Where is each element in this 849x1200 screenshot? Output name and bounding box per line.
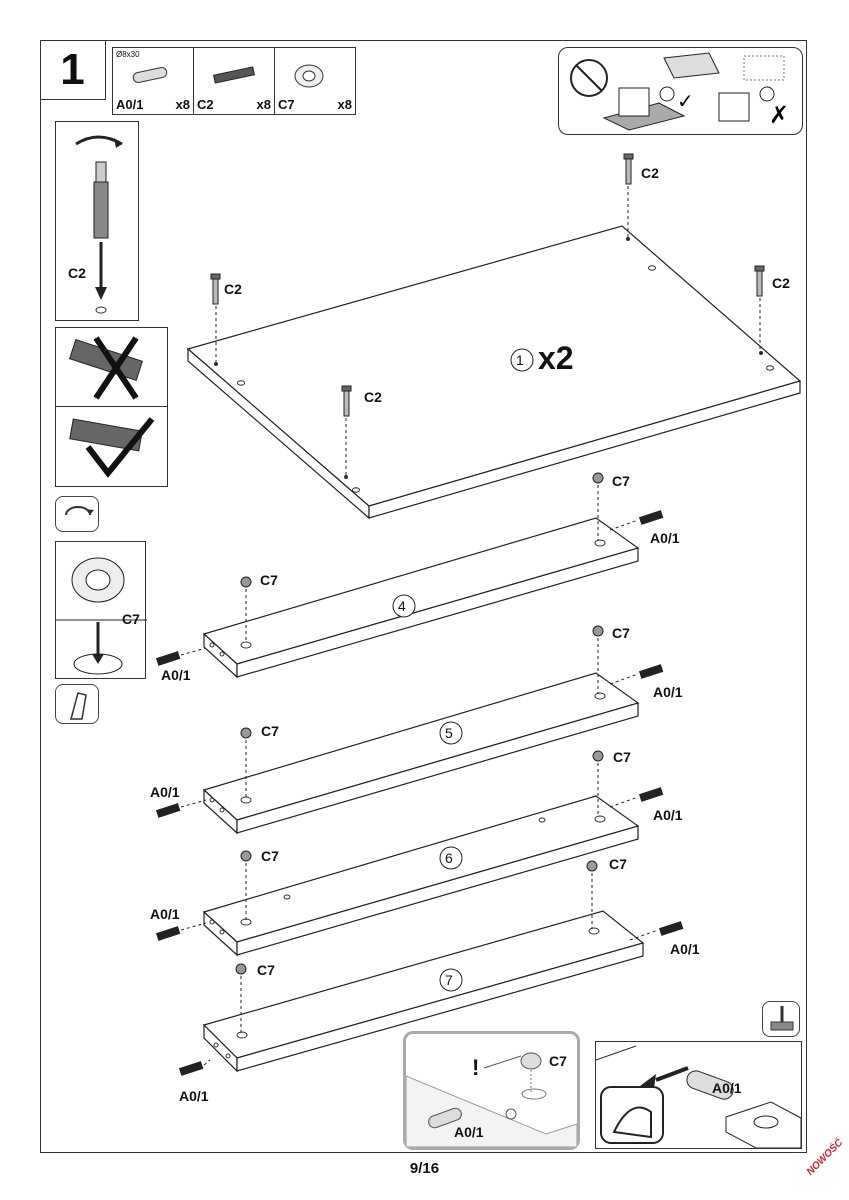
c2-bolts	[210, 153, 765, 476]
a01-label: A0/1	[179, 1088, 209, 1104]
c7-cams	[235, 472, 604, 1033]
cam-lock-icon	[294, 64, 324, 88]
part-dowel: Ø8x30 A0/1 x8	[113, 48, 194, 114]
part-code: C2	[197, 97, 214, 112]
right-orientation-box	[55, 407, 168, 487]
c2-label: C2	[68, 265, 86, 281]
panel-number-circles	[392, 348, 534, 992]
c7-label: C7	[257, 962, 275, 978]
c2-label: C2	[364, 389, 382, 405]
c2-label: C2	[772, 275, 790, 291]
step-number: 1	[40, 40, 106, 100]
parts-list: Ø8x30 A0/1 x8 C2 x8 C7 x8	[112, 47, 356, 115]
a01-label: A0/1	[150, 906, 180, 922]
screwdriver-icon	[75, 135, 123, 314]
panel-6	[202, 795, 640, 957]
panel-number: 4	[398, 598, 406, 614]
c7-label: C7	[260, 572, 278, 588]
panel-number: 5	[445, 725, 453, 741]
part-cam-lock: C7 x8	[275, 48, 355, 114]
c7-label: C7	[122, 611, 140, 627]
panel-number: 7	[445, 972, 453, 988]
a01-label: A0/1	[161, 667, 191, 683]
panel-holes	[209, 539, 606, 1059]
part-cam-bolt: C2 x8	[194, 48, 275, 114]
a01-label: A0/1	[150, 784, 180, 800]
part-qty: x8	[256, 97, 271, 112]
hand-press-icon	[55, 684, 99, 724]
dowel-insert-illustration	[595, 1045, 802, 1149]
a01-label: A0/1	[653, 684, 683, 700]
c7-label: C7	[261, 723, 279, 739]
dowel-hammer-detail: A0/1	[595, 1041, 802, 1149]
warning-exclaim: !	[472, 1055, 480, 1080]
panel-7	[202, 910, 645, 1073]
svg-text:✓: ✓	[677, 89, 694, 113]
page-number: 9/16	[409, 1160, 440, 1177]
check-mark-icon	[69, 417, 155, 478]
c7-label: C7	[609, 856, 627, 872]
c7-label: C7	[613, 749, 631, 765]
a01-label: A0/1	[653, 807, 683, 823]
panel-5	[202, 672, 640, 835]
part-code: C7	[278, 97, 295, 112]
zoom-detail: ! C7 A0/1	[403, 1031, 580, 1150]
top-panel-1	[186, 225, 802, 520]
c7-label: C7	[261, 848, 279, 864]
rotate-icon	[55, 496, 99, 532]
a01-label: A0/1	[712, 1080, 742, 1096]
dowel-icon	[132, 67, 168, 83]
c7-label: C7	[612, 625, 630, 641]
svg-text:✗: ✗	[769, 101, 789, 129]
c2-label: C2	[224, 281, 242, 297]
cross-mark-icon	[68, 336, 144, 400]
c7-label: C7	[549, 1053, 567, 1069]
part-qty: x8	[175, 97, 190, 112]
a01-label: A0/1	[670, 941, 700, 957]
c7-label: C7	[612, 473, 630, 489]
panel-number: 1	[516, 352, 524, 368]
protect-surface-icon: ✓ ✗	[570, 52, 789, 131]
panel-number: 6	[445, 850, 453, 866]
a01-label: A0/1	[454, 1124, 484, 1140]
work-surface-note: ✓ ✗	[558, 47, 803, 135]
cam-insert-icon	[56, 557, 147, 675]
a01-dowels	[155, 510, 684, 1076]
part-dimension: Ø8x30	[116, 50, 140, 59]
a01-label: A0/1	[650, 530, 680, 546]
hammer-icon	[762, 1001, 800, 1037]
part-qty: x8	[337, 97, 352, 112]
wrong-orientation-box	[55, 327, 168, 407]
insert-c7-box: C7	[55, 541, 147, 679]
cam-bolt-icon	[213, 66, 255, 84]
top-panel-holes	[214, 237, 774, 493]
screw-in-c2-box: C2	[55, 121, 139, 321]
c2-label: C2	[641, 165, 659, 181]
zoom-illustration	[405, 1052, 578, 1148]
part-code: A0/1	[116, 97, 144, 112]
board-count: x2	[538, 340, 574, 376]
page-frame	[40, 40, 807, 1153]
